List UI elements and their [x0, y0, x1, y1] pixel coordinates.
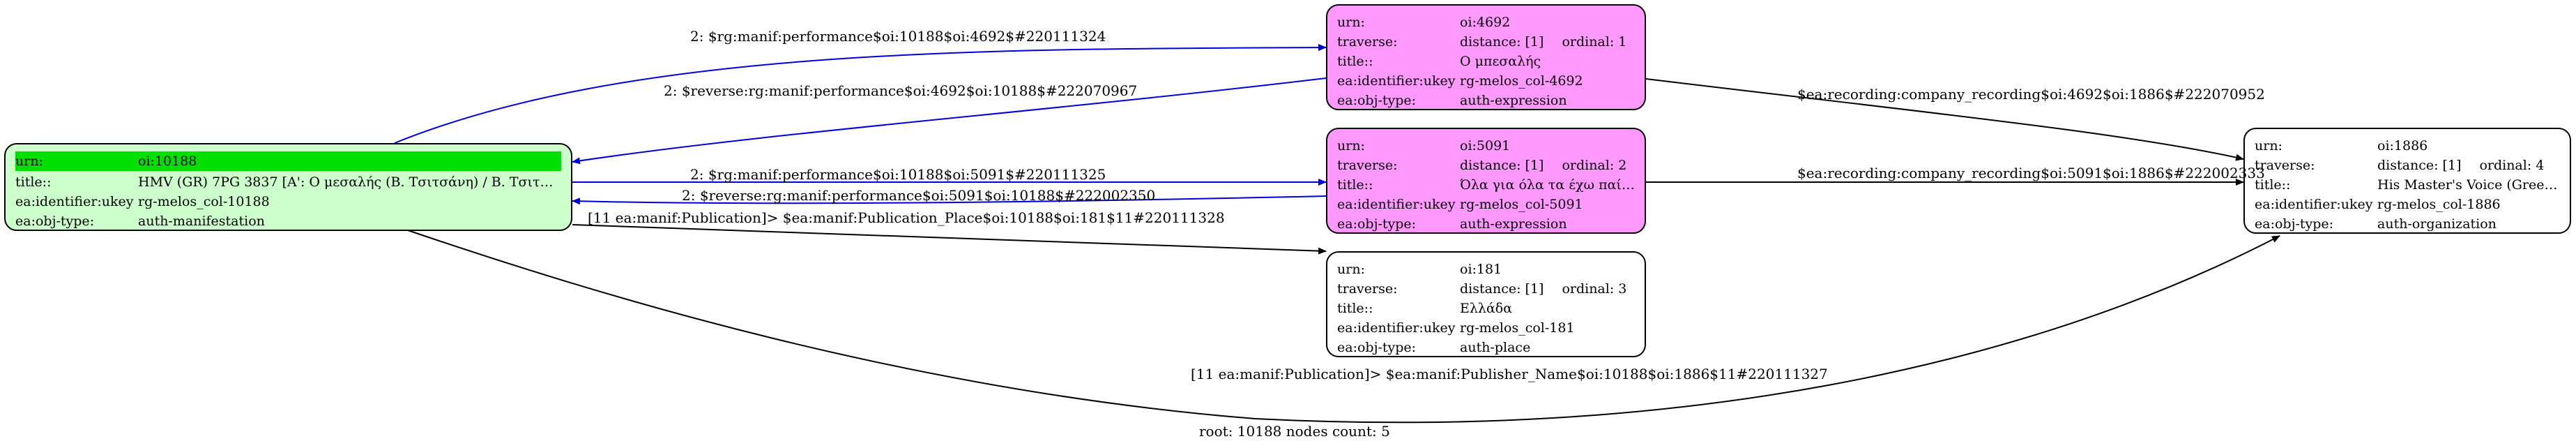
title-key: title::: [1337, 177, 1373, 193]
node-row-urn: urn: oi:5091: [1337, 136, 1635, 156]
title-value: HMV (GR) 7PG 3837 [Α': Ο μεσαλής (Β. Τσι…: [138, 174, 561, 190]
edge-label-root-to-1886-publisher: [11 ea:manif:Publication]> $ea:manif:Pub…: [1191, 366, 1828, 382]
traverse-value: distance: [1]: [1460, 34, 1544, 50]
ukey-value: rg-melos_col-4692: [1460, 73, 1583, 89]
urn-value: oi:10188: [138, 151, 561, 171]
edge-root-to-1886-publisher: [407, 230, 2280, 424]
node-row-title: title:: Όλα για όλα τα έχω παίξει: [1337, 175, 1635, 195]
title-key: title::: [1337, 301, 1373, 316]
title-value: His Master's Voice (Greece): [2377, 177, 2560, 193]
type-key: ea:obj-type:: [1337, 216, 1417, 232]
urn-value: oi:1886: [2377, 138, 2428, 154]
node-row-urn: urn: oi:1886: [2255, 136, 2560, 156]
node-row-type: ea:obj-type: auth-place: [1337, 338, 1635, 357]
type-key: ea:obj-type:: [1337, 340, 1417, 355]
node-row-title: title:: His Master's Voice (Greece): [2255, 175, 2560, 195]
edge-label-root-to-4692: 2: $rg:manif:performance$oi:10188$oi:469…: [690, 28, 1106, 45]
urn-value: oi:4692: [1460, 15, 1511, 30]
type-value: auth-manifestation: [138, 214, 265, 229]
type-value: auth-expression: [1460, 93, 1567, 108]
traverse-key: traverse:: [2255, 158, 2315, 173]
ukey-key: ea:identifier:ukey: [1337, 73, 1456, 89]
urn-key: urn:: [1337, 262, 1365, 277]
node-oi-5091[interactable]: urn: oi:5091 traverse: distance: [1] ord…: [1326, 128, 1646, 234]
urn-value: oi:5091: [1460, 138, 1511, 154]
type-value: auth-expression: [1460, 216, 1567, 232]
node-row-traverse: traverse: distance: [1] ordinal: 4: [2255, 156, 2560, 175]
type-value: auth-place: [1460, 340, 1531, 355]
edge-4692-to-1886: [1645, 78, 2244, 161]
type-key: ea:obj-type:: [15, 214, 95, 229]
ukey-key: ea:identifier:ukey: [1337, 197, 1456, 212]
node-row-type: ea:obj-type: auth-expression: [1337, 214, 1635, 234]
traverse-value: distance: [1]: [2377, 158, 2462, 173]
ukey-value: rg-melos_col-1886: [2377, 197, 2501, 212]
node-row-ukey: ea:identifier:ukey rg-melos_col-4692: [1337, 71, 1635, 91]
traverse-key: traverse:: [1337, 158, 1398, 173]
title-key: title::: [2255, 177, 2291, 193]
node-row-urn: urn: oi:181: [1337, 260, 1635, 279]
edge-root-to-4692: [394, 44, 1327, 144]
urn-key: urn:: [1337, 15, 1365, 30]
node-row-traverse: traverse: distance: [1] ordinal: 1: [1337, 32, 1635, 52]
node-oi-1886[interactable]: urn: oi:1886 traverse: distance: [1] ord…: [2243, 128, 2571, 234]
edge-label-4692-to-1886: $ea:recording:company_recording$oi:4692$…: [1797, 86, 2265, 103]
ordinal-value: ordinal: 2: [1562, 158, 1627, 173]
edge-label-root-to-5091: 2: $rg:manif:performance$oi:10188$oi:509…: [690, 166, 1106, 183]
title-value: Όλα για όλα τα έχω παίξει: [1460, 177, 1635, 193]
node-row-ukey: ea:identifier:ukey rg-melos_col-181: [1337, 318, 1635, 338]
node-row-type: ea:obj-type: auth-organization: [2255, 214, 2560, 234]
ukey-value: rg-melos_col-10188: [138, 194, 270, 209]
title-key: title::: [15, 174, 52, 190]
title-value: Ο μπεσαλής: [1460, 54, 1541, 69]
node-oi-181[interactable]: urn: oi:181 traverse: distance: [1] ordi…: [1326, 251, 1646, 357]
type-value: auth-organization: [2377, 216, 2497, 232]
urn-key: urn:: [1337, 138, 1365, 154]
ukey-value: rg-melos_col-5091: [1460, 197, 1583, 212]
type-key: ea:obj-type:: [1337, 93, 1417, 108]
traverse-key: traverse:: [1337, 281, 1398, 297]
ukey-key: ea:identifier:ukey: [15, 194, 134, 209]
ukey-key: ea:identifier:ukey: [1337, 320, 1456, 336]
title-value: Ελλάδα: [1460, 301, 1513, 316]
node-row-traverse: traverse: distance: [1] ordinal: 2: [1337, 156, 1635, 175]
graph-footer: root: 10188 nodes count: 5: [1199, 423, 1390, 440]
node-row-ukey: ea:identifier:ukey rg-melos_col-10188: [15, 192, 561, 211]
edge-root-to-181: [572, 224, 1327, 255]
edge-label-5091-to-root: 2: $reverse:rg:manif:performance$oi:5091…: [682, 187, 1156, 204]
ordinal-value: ordinal: 3: [1562, 281, 1627, 297]
ordinal-value: ordinal: 1: [1562, 34, 1627, 50]
title-key: title::: [1337, 54, 1373, 69]
ukey-value: rg-melos_col-181: [1460, 320, 1575, 336]
edge-label-4692-to-root: 2: $reverse:rg:manif:performance$oi:4692…: [664, 82, 1138, 99]
type-key: ea:obj-type:: [2255, 216, 2334, 232]
edge-4692-to-root: [572, 77, 1327, 165]
edge-label-root-to-181: [11 ea:manif:Publication]> $ea:manif:Pub…: [588, 209, 1225, 226]
urn-value: oi:181: [1460, 262, 1502, 277]
node-row-title: title:: Ο μπεσαλής: [1337, 52, 1635, 71]
node-row-urn: urn: oi:4692: [1337, 13, 1635, 32]
node-oi-10188[interactable]: urn: oi:10188 title:: HMV (GR) 7PG 3837 …: [4, 143, 572, 231]
node-row-type: ea:obj-type: auth-manifestation: [15, 211, 561, 231]
ordinal-value: ordinal: 4: [2479, 158, 2545, 173]
edge-5091-to-root: [572, 195, 1327, 205]
node-row-ukey: ea:identifier:ukey rg-melos_col-1886: [2255, 195, 2560, 214]
node-row-ukey: ea:identifier:ukey rg-melos_col-5091: [1337, 195, 1635, 214]
node-row-type: ea:obj-type: auth-expression: [1337, 91, 1635, 110]
ukey-key: ea:identifier:ukey: [2255, 197, 2373, 212]
node-row-traverse: traverse: distance: [1] ordinal: 3: [1337, 279, 1635, 299]
traverse-value: distance: [1]: [1460, 281, 1544, 297]
node-oi-4692[interactable]: urn: oi:4692 traverse: distance: [1] ord…: [1326, 4, 1646, 110]
edge-label-5091-to-1886: $ea:recording:company_recording$oi:5091$…: [1797, 165, 2265, 181]
urn-key: urn:: [15, 151, 138, 171]
node-row-title: title:: HMV (GR) 7PG 3837 [Α': Ο μεσαλής…: [15, 172, 561, 192]
traverse-key: traverse:: [1337, 34, 1398, 50]
traverse-value: distance: [1]: [1460, 158, 1544, 173]
urn-key: urn:: [2255, 138, 2282, 154]
node-row-title: title:: Ελλάδα: [1337, 299, 1635, 318]
node-row-urn: urn: oi:10188: [15, 151, 561, 171]
